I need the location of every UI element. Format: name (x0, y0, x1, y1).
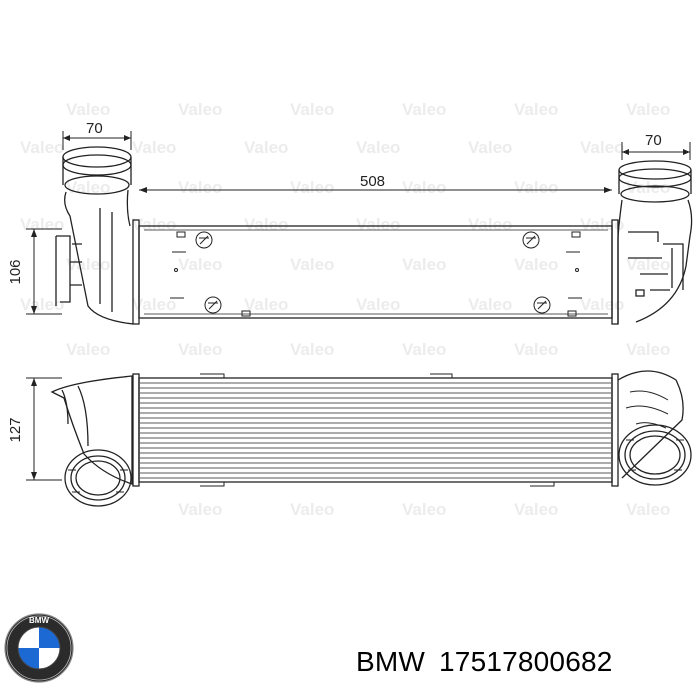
watermark-text: Valeo (290, 500, 334, 519)
core-fins (140, 382, 611, 479)
watermark-text: Valeo (626, 255, 670, 274)
end-plate-left (132, 219, 140, 325)
watermark-text: Valeo (290, 178, 334, 197)
end-plate-left (132, 373, 140, 487)
watermark-text: Valeo (20, 295, 64, 314)
caption-part-number: 17517800682 (439, 646, 613, 677)
dimension-label: 70 (86, 120, 103, 137)
watermark-text: Valeo (468, 295, 512, 314)
dimension-label: 127 (7, 417, 24, 442)
watermark-text: Valeo (20, 138, 64, 157)
dimension-core-length: 508 (139, 173, 612, 193)
watermark-text: Valeo (402, 500, 446, 519)
watermark-text: Valeo (178, 340, 222, 359)
watermark-text: Valeo (244, 138, 288, 157)
watermark-text: Valeo (290, 100, 334, 119)
watermark-text: Valeo (580, 295, 624, 314)
left-inlet-side (50, 375, 133, 507)
dimension-top-left-width: 70 (62, 120, 132, 150)
watermark-text: Valeo (626, 100, 670, 119)
watermark-text: Valeo (66, 255, 110, 274)
right-outlet-side (617, 370, 692, 486)
right-outlet-top (617, 160, 693, 324)
watermark-text: Valeo (514, 500, 558, 519)
watermark-text: Valeo (468, 138, 512, 157)
watermark-text: Valeo (356, 215, 400, 234)
watermark-text: Valeo (244, 295, 288, 314)
watermark-text: Valeo (580, 138, 624, 157)
watermark-text: Valeo (514, 340, 558, 359)
watermark-text: Valeo (626, 340, 670, 359)
part-caption: BMW 17517800682 (356, 642, 692, 682)
watermark-text: Valeo (514, 178, 558, 197)
dimension-label: 508 (360, 173, 385, 190)
watermark-text: Valeo (514, 100, 558, 119)
dimension-bottom-height: 127 (7, 377, 62, 481)
bottom-view: 127 (7, 370, 692, 507)
bmw-roundel-icon: BMW (4, 613, 74, 683)
watermark-text: Valeo (20, 215, 64, 234)
watermark-layer: Valeo Valeo Valeo Valeo Valeo Valeo Vale… (20, 100, 670, 519)
watermark-text: Valeo (402, 340, 446, 359)
dimension-top-height: 106 (7, 228, 62, 315)
core-side (138, 377, 613, 483)
left-inlet-top (55, 146, 134, 325)
watermark-text: Valeo (244, 215, 288, 234)
watermark-text: Valeo (178, 255, 222, 274)
watermark-text: Valeo (178, 500, 222, 519)
watermark-text: Valeo (66, 340, 110, 359)
watermark-text: Valeo (402, 100, 446, 119)
watermark-text: Valeo (514, 255, 558, 274)
watermark-text: Valeo (626, 500, 670, 519)
dimension-label: 106 (7, 259, 24, 284)
watermark-text: Valeo (402, 255, 446, 274)
watermark-text: Valeo (132, 138, 176, 157)
top-view: 70 70 508 106 (7, 120, 693, 325)
watermark-text: Valeo (402, 178, 446, 197)
watermark-text: Valeo (290, 255, 334, 274)
watermark-text: Valeo (178, 100, 222, 119)
watermark-text: Valeo (132, 215, 176, 234)
watermark-text: Valeo (356, 295, 400, 314)
watermark-text: Valeo (66, 100, 110, 119)
dimension-label: 70 (645, 132, 662, 149)
dimension-top-right-width: 70 (621, 132, 691, 160)
watermark-text: Valeo (178, 178, 222, 197)
caption-brand: BMW (356, 646, 426, 677)
watermark-text: Valeo (132, 295, 176, 314)
watermark-text: Valeo (468, 215, 512, 234)
watermark-text: Valeo (290, 340, 334, 359)
end-plate-right (611, 373, 619, 487)
logo-text: BMW (29, 616, 49, 625)
watermark-text: Valeo (356, 138, 400, 157)
mounting-points (170, 231, 582, 317)
